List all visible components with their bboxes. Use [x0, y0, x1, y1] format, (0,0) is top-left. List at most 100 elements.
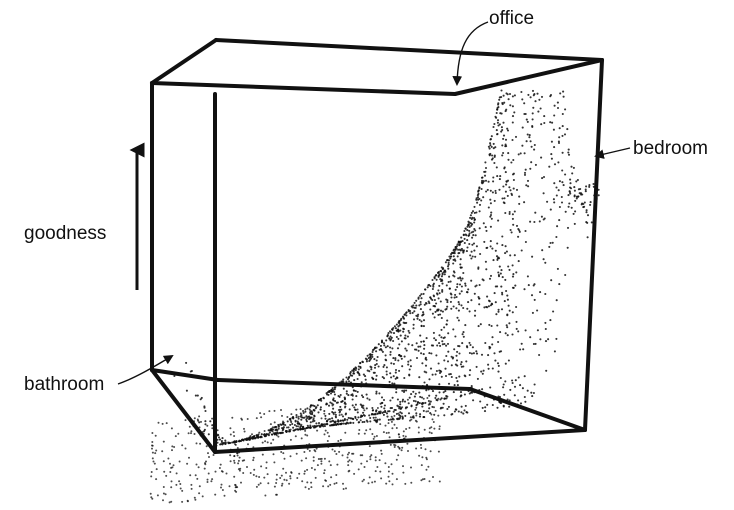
- surface-point: [458, 248, 461, 251]
- surface-point: [560, 195, 563, 199]
- surface-point: [484, 260, 487, 263]
- surface-point: [404, 407, 407, 410]
- surface-point: [299, 412, 302, 415]
- surface-point: [489, 202, 492, 205]
- surface-point: [441, 290, 444, 293]
- surface-point: [220, 442, 223, 446]
- surface-point: [394, 358, 397, 362]
- surface-point: [300, 459, 303, 462]
- surface-point: [543, 115, 546, 118]
- surface-point: [519, 152, 522, 155]
- surface-point: [216, 433, 219, 436]
- surface-point: [483, 174, 487, 177]
- surface-point: [427, 399, 430, 403]
- surface-point: [395, 323, 398, 326]
- surface-point: [218, 467, 221, 469]
- surface-point: [457, 277, 460, 280]
- surface-point: [402, 471, 405, 474]
- surface-point: [492, 259, 495, 262]
- surface-point: [319, 408, 322, 411]
- surface-point: [173, 446, 176, 448]
- surface-point: [561, 151, 564, 154]
- surface-point: [181, 444, 184, 447]
- surface-point: [588, 184, 591, 187]
- surface-point: [349, 421, 352, 424]
- surface-point: [429, 308, 432, 311]
- surface-point: [564, 173, 567, 176]
- surface-point: [352, 421, 355, 424]
- surface-point: [312, 417, 315, 420]
- surface-point: [482, 180, 485, 183]
- surface-point: [347, 422, 350, 425]
- surface-point: [413, 348, 417, 351]
- surface-point: [532, 391, 535, 395]
- surface-point: [340, 380, 343, 383]
- surface-point: [424, 401, 427, 404]
- surface-point: [435, 302, 438, 305]
- surface-point: [410, 393, 413, 396]
- surface-point: [339, 384, 343, 387]
- surface-point: [282, 423, 285, 426]
- surface-point: [489, 304, 492, 307]
- surface-point: [407, 343, 410, 346]
- surface-point: [161, 422, 164, 425]
- surface-point: [439, 309, 443, 312]
- surface-point: [493, 292, 496, 295]
- surface-point: [549, 208, 552, 211]
- surface-point: [334, 386, 337, 389]
- surface-point: [505, 289, 508, 293]
- surface-point: [418, 304, 421, 307]
- surface-point: [515, 305, 518, 309]
- surface-point: [151, 444, 153, 447]
- surface-point: [214, 493, 217, 496]
- surface-point: [353, 472, 356, 475]
- surface-point: [285, 426, 288, 429]
- surface-point: [488, 347, 491, 350]
- surface-point: [341, 400, 344, 403]
- surface-point: [177, 432, 180, 435]
- surface-point: [482, 196, 485, 199]
- surface-point: [489, 386, 492, 389]
- surface-point: [407, 329, 410, 332]
- surface-point: [446, 319, 449, 322]
- surface-point: [375, 409, 378, 412]
- surface-point: [255, 485, 258, 488]
- surface-point: [441, 282, 444, 285]
- surface-point: [465, 250, 468, 253]
- surface-point: [332, 388, 335, 392]
- surface-point: [263, 476, 266, 479]
- cube-edge: [150, 368, 220, 382]
- surface-point: [432, 421, 435, 423]
- surface-point: [421, 402, 424, 405]
- surface-point: [297, 425, 300, 428]
- surface-point: [300, 437, 303, 440]
- surface-point: [272, 438, 275, 441]
- surface-point: [553, 104, 556, 107]
- surface-point: [322, 397, 325, 400]
- surface-point: [327, 404, 331, 407]
- surface-point: [506, 298, 509, 301]
- surface-point: [529, 96, 532, 99]
- surface-point: [446, 395, 449, 398]
- surface-point: [347, 394, 350, 397]
- surface-point: [486, 188, 489, 191]
- surface-point: [539, 291, 542, 294]
- surface-point: [301, 480, 304, 483]
- surface-point: [335, 474, 338, 476]
- surface-point: [498, 96, 501, 99]
- surface-point: [420, 396, 424, 399]
- surface-point: [499, 376, 502, 380]
- surface-point: [395, 427, 398, 429]
- surface-point: [490, 324, 493, 328]
- surface-point: [540, 123, 543, 126]
- surface-point: [494, 189, 497, 192]
- surface-point: [174, 435, 177, 438]
- surface-point: [538, 98, 541, 101]
- surface-point: [415, 414, 418, 417]
- surface-point: [527, 185, 530, 188]
- surface-point: [524, 400, 527, 403]
- surface-point: [496, 121, 499, 124]
- surface-point: [372, 416, 375, 419]
- surface-point: [323, 412, 326, 415]
- surface-point: [468, 351, 471, 355]
